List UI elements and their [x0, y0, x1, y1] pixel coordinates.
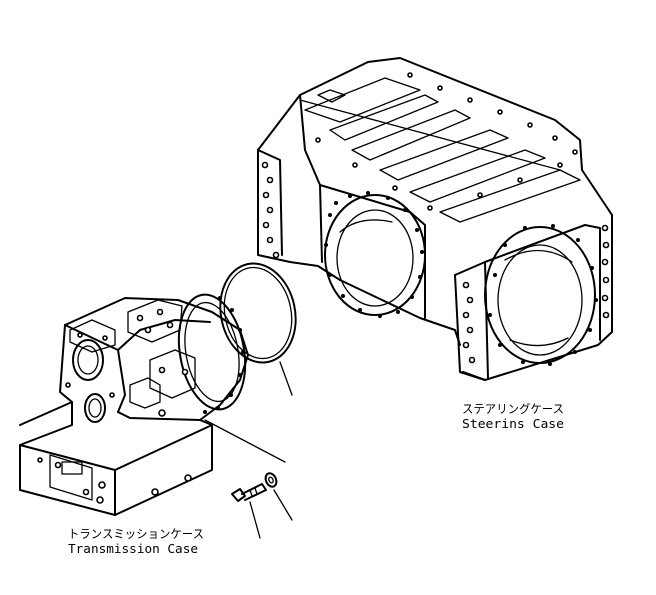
transmission-case[interactable] — [19, 289, 254, 516]
steering-case-label-en: Steerins Case — [462, 417, 564, 431]
assembly-guide-line — [204, 419, 286, 463]
left-flange-holes — [261, 161, 280, 259]
gasket-leader-line — [279, 361, 293, 396]
bore-bolt-holes — [324, 191, 598, 366]
steering-case-label-jp: ステアリングケース — [462, 402, 564, 416]
washer-leader-line — [273, 489, 293, 521]
transmission-case-label-en: Transmission Case — [68, 542, 198, 556]
mounting-bolt[interactable] — [231, 483, 267, 502]
top-holes — [315, 72, 578, 211]
lock-washer[interactable] — [264, 472, 279, 489]
steering-case[interactable] — [257, 57, 613, 381]
bolt-leader-line — [249, 501, 261, 539]
right-flange-holes — [462, 224, 610, 364]
transmission-case-label-jp: トランスミッションケース — [68, 527, 204, 541]
gasket-ring[interactable] — [211, 256, 304, 369]
